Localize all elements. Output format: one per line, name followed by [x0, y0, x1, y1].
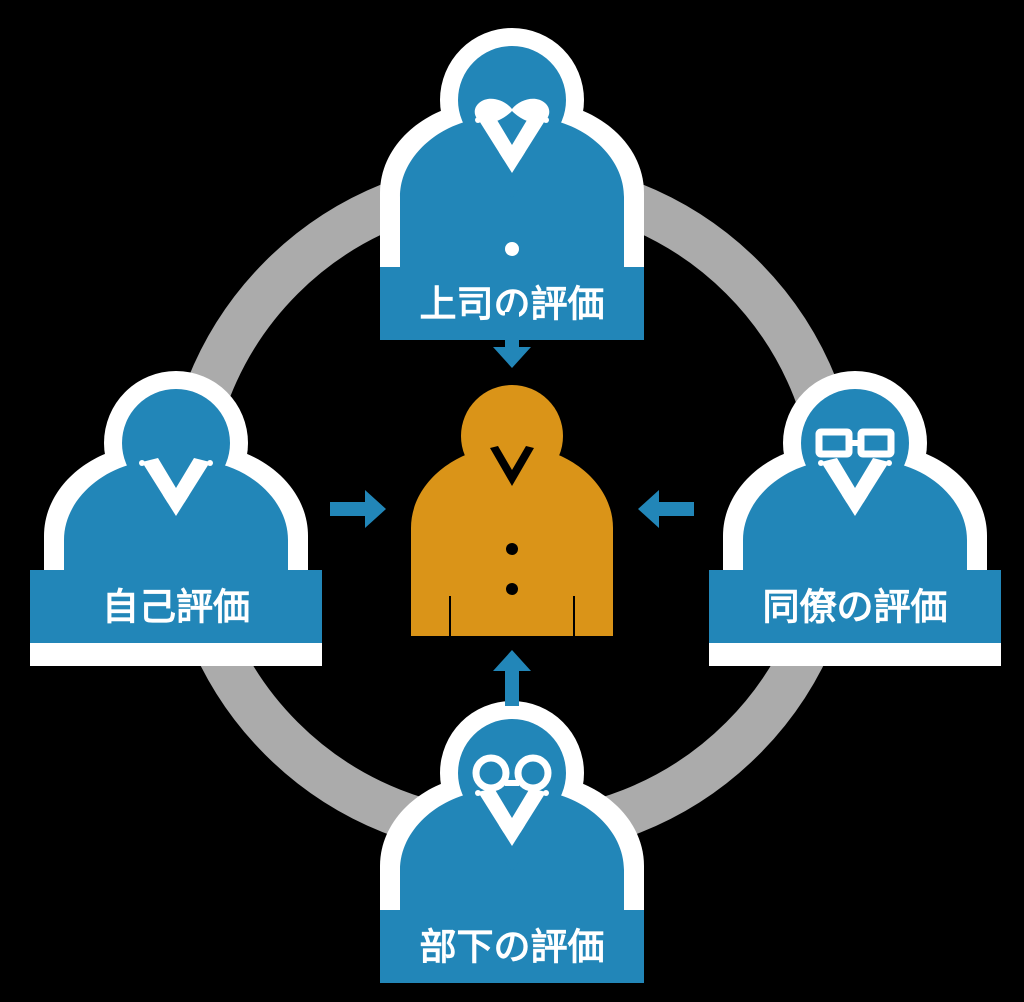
- node-subordinate[interactable]: 部下の評価: [380, 701, 644, 983]
- colleague-collar-tip-right: [886, 460, 892, 466]
- self-collar-tip-left: [139, 460, 145, 466]
- node-self[interactable]: 自己評価: [30, 371, 322, 666]
- rectangular-glasses-icon: [815, 428, 895, 458]
- center-person-collar-notch: [490, 446, 534, 486]
- center-person-button-upper: [506, 543, 518, 555]
- self-label: 自己評価: [102, 586, 250, 629]
- round-glasses-icon: [472, 754, 552, 792]
- colleague-collar-tip-left: [818, 460, 824, 466]
- colleague-collar: [821, 458, 889, 516]
- colleague-label-box[interactable]: [709, 570, 1001, 643]
- center-person-torso: [411, 448, 613, 636]
- arrow-right-icon: [330, 490, 386, 528]
- center-person: [411, 385, 613, 636]
- subordinate-collar-tip-right: [543, 790, 549, 796]
- node-colleague[interactable]: 同僚の評価: [709, 371, 1001, 666]
- center-person-tie-knot: [502, 445, 522, 461]
- arrow-up-icon: [493, 650, 531, 706]
- self-collar-tip-right: [207, 460, 213, 466]
- supervisor-collar-tip-left: [475, 117, 481, 123]
- self-label-box[interactable]: [30, 570, 322, 643]
- center-person-button-lower: [506, 583, 518, 595]
- self-label-underband: [30, 642, 322, 666]
- supervisor-collar-tip-right: [543, 117, 549, 123]
- node-supervisor[interactable]: 上司の評価: [380, 28, 644, 340]
- subordinate-label-box[interactable]: [380, 910, 644, 983]
- supervisor-button: [505, 242, 519, 256]
- self-collar: [142, 458, 210, 516]
- subordinate-collar-tip-left: [475, 790, 481, 796]
- supervisor-collar: [478, 115, 546, 173]
- subordinate-label: 部下の評価: [420, 926, 605, 969]
- arrow-left-icon: [638, 490, 694, 528]
- colleague-label-underband: [709, 642, 1001, 666]
- arrow-down-icon: [493, 312, 531, 368]
- colleague-label: 同僚の評価: [763, 586, 948, 629]
- supervisor-torso: [400, 119, 624, 300]
- subordinate-collar: [478, 788, 546, 846]
